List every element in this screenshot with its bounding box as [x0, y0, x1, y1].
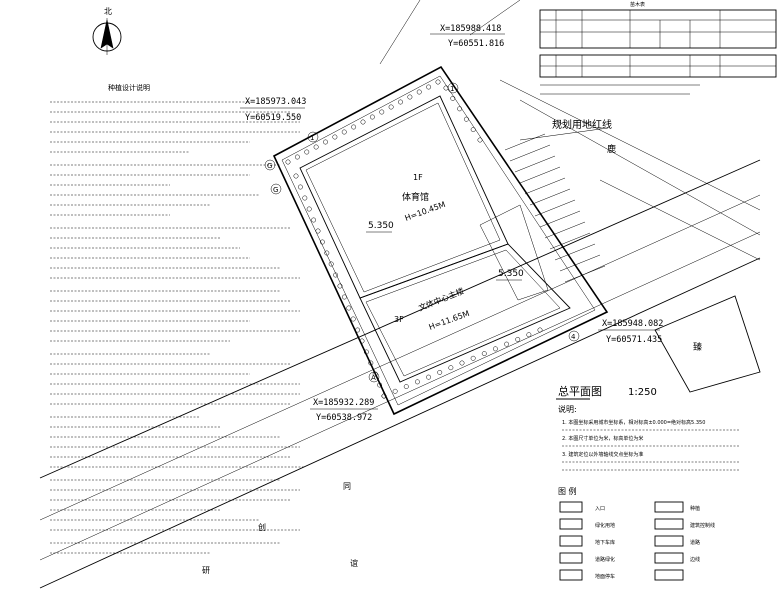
legend-label: 道路 — [690, 539, 700, 546]
svg-text:X=185973.043: X=185973.043 — [245, 97, 306, 107]
svg-text:研: 研 — [202, 566, 210, 575]
svg-text:苗木表: 苗木表 — [630, 1, 645, 8]
scale-label: 1:250 — [628, 387, 657, 398]
design-notes-left: 种植设计说明 — [50, 83, 305, 554]
legend-swatch — [654, 535, 684, 547]
svg-text:A: A — [371, 374, 376, 382]
legend-swatch — [559, 518, 583, 530]
legend-label: 种植 — [690, 505, 700, 512]
building-labels: 1F 体育馆 H=10.45M 3F 文体中心主楼 H=11.65M 5.350… — [366, 173, 524, 332]
notes-right-item-2: 2. 本图尺寸单位为米，标高单位为米 — [562, 435, 643, 442]
redline-label: 规划用地红线 — [552, 118, 612, 131]
center-name: 文体中心主楼 — [417, 286, 465, 313]
street-text: 同 创 谊 研 — [202, 482, 358, 575]
svg-text:Y=60551.816: Y=60551.816 — [448, 39, 504, 49]
gym-height: H=10.45M — [404, 200, 447, 223]
legend-swatch — [654, 569, 684, 581]
svg-text:1: 1 — [450, 85, 454, 93]
svg-text:G: G — [267, 162, 272, 170]
legend-label: 入口 — [595, 506, 605, 512]
main-building — [359, 204, 571, 383]
svg-text:同: 同 — [343, 482, 351, 491]
notes-right-item-1: 1. 本图坐标采用城市坐标系，相对标高±0.000=绝对标高5.350 — [562, 419, 705, 426]
legend-swatch — [559, 535, 583, 547]
site-plan-title: 总平面图 — [558, 384, 602, 398]
svg-text:X=185948.082: X=185948.082 — [602, 319, 663, 329]
legend-label: 边线 — [690, 556, 700, 563]
notes-right-heading: 说明: — [558, 404, 577, 414]
tree-planting — [285, 79, 543, 399]
axis-bubbles: G G 1 A 1 4 — [264, 82, 580, 383]
legend-swatch — [654, 501, 684, 513]
legend-swatch — [559, 501, 583, 513]
north-arrow-icon — [92, 18, 122, 55]
svg-text:创: 创 — [258, 522, 266, 532]
legend-swatch — [654, 552, 684, 564]
svg-text:G: G — [273, 186, 278, 194]
legend-label: 道路绿化 — [595, 556, 615, 563]
center-floors: 3F — [394, 315, 404, 324]
svg-text:谊: 谊 — [350, 558, 358, 568]
adjacent-building: 臻 鹿 — [607, 143, 761, 393]
roads — [39, 0, 761, 589]
north-label: 北 — [104, 7, 112, 16]
elevation-1: 5.350 — [368, 221, 394, 231]
design-notes-title: 种植设计说明 — [108, 83, 150, 92]
parking-stalls — [504, 133, 606, 283]
legend-swatch — [559, 552, 583, 564]
plant-table: 苗木表 — [539, 1, 777, 95]
design-notes-right: 说明: 1. 本图坐标采用城市坐标系，相对标高±0.000=绝对标高5.350 … — [558, 404, 740, 471]
legend-label: 建筑控制线 — [690, 522, 715, 529]
site-boundary — [272, 65, 609, 416]
svg-text:X=185988.418: X=185988.418 — [440, 24, 501, 34]
legend-heading: 图 例 — [558, 486, 577, 496]
svg-text:1: 1 — [310, 134, 314, 142]
svg-text:Y=60571.435: Y=60571.435 — [606, 335, 662, 345]
svg-text:Y=60538.972: Y=60538.972 — [316, 413, 372, 423]
coordinate-labels: X=185988.418 Y=60551.816 X=185973.043 Y=… — [240, 24, 663, 423]
legend-label: 地面停车 — [595, 573, 615, 580]
svg-text:Y=60519.550: Y=60519.550 — [245, 113, 301, 123]
svg-text:X=185932.289: X=185932.289 — [313, 398, 374, 408]
svg-text:臻: 臻 — [693, 341, 702, 353]
legend-swatch — [559, 569, 583, 581]
notes-right-item-3: 3. 建筑定位以外墙轴线交点坐标为准 — [562, 451, 643, 458]
legend-swatch — [654, 518, 684, 530]
legend-label: 绿化用地 — [595, 522, 615, 529]
elevation-2: 5.350 — [498, 269, 524, 279]
svg-text:鹿: 鹿 — [607, 143, 616, 155]
svg-text:4: 4 — [571, 333, 576, 341]
gym-name: 体育馆 — [402, 191, 429, 203]
gym-floors: 1F — [413, 173, 423, 182]
legend-label: 地下车库 — [595, 539, 615, 546]
